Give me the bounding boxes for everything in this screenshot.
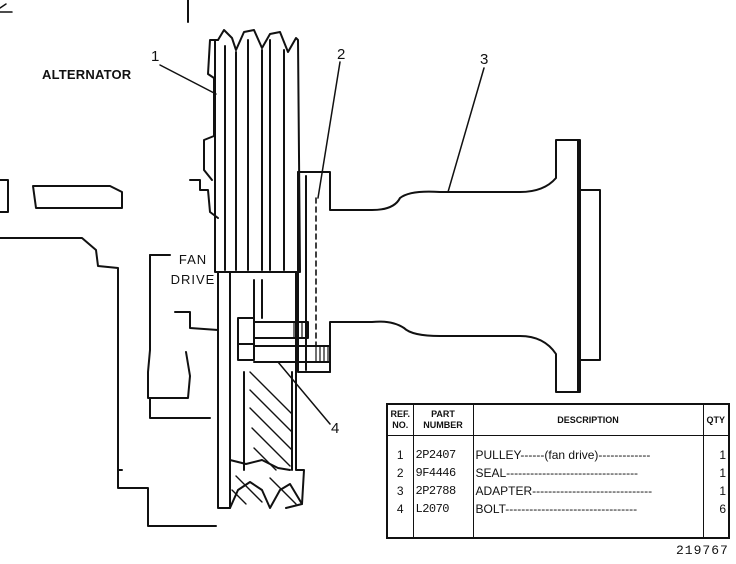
engine-housing <box>0 39 219 527</box>
header-qty: QTY <box>702 403 730 436</box>
leader-2 <box>317 61 341 199</box>
header-ref-line1: REF. <box>390 409 410 419</box>
table-row: 3 2P2788 ADAPTER------------------------… <box>386 482 730 500</box>
callout-4: 4 <box>331 420 340 437</box>
callout-3: 3 <box>480 51 489 68</box>
header-part-line2: NUMBER <box>423 420 463 430</box>
row-part-number: 9F4446 <box>412 464 474 482</box>
header-ref-line2: NO. <box>392 420 409 430</box>
row-qty: 6 <box>702 500 730 518</box>
callout-2: 2 <box>337 46 346 63</box>
parts-table-header: REF. NO. PART NUMBER DESCRIPTION QTY <box>386 403 730 436</box>
header-part-line1: PART <box>431 409 455 419</box>
row-part-number: 2P2407 <box>412 435 474 464</box>
adapter <box>297 139 601 393</box>
row-ref: 2 <box>386 464 414 482</box>
fan-drive-label-line1: FAN <box>178 252 208 267</box>
pulley <box>214 29 305 509</box>
table-row: 2 9F4446 SEAL---------------------------… <box>386 464 730 482</box>
fan-drive-label-line2: DRIVE <box>170 272 216 287</box>
figure-number: 219767 <box>676 543 729 558</box>
row-ref: 4 <box>386 500 414 518</box>
row-qty: 1 <box>702 464 730 482</box>
leader-4 <box>277 361 331 425</box>
row-part-number: L2070 <box>412 500 474 518</box>
callout-1: 1 <box>151 48 160 65</box>
row-description: SEAL--------------------------------- <box>472 464 704 482</box>
table-filler-row <box>386 518 730 538</box>
table-row: 4 L2070 BOLT----------------------------… <box>386 500 730 518</box>
row-description: ADAPTER------------------------------ <box>472 482 704 500</box>
table-row: 1 2P2407 PULLEY------(fan drive)--------… <box>386 435 730 464</box>
row-ref: 1 <box>386 435 414 464</box>
parts-table: REF. NO. PART NUMBER DESCRIPTION QTY 1 2… <box>386 403 730 539</box>
alternator-label: ALTERNATOR <box>42 67 132 82</box>
row-qty: 1 <box>702 435 730 464</box>
bolts <box>237 279 331 363</box>
seal <box>315 197 327 347</box>
header-ref: REF. NO. <box>386 403 414 436</box>
fan-drive-label: FAN DRIVE <box>168 250 218 290</box>
leader-1 <box>159 64 217 95</box>
row-description: PULLEY------(fan drive)------------- <box>472 435 704 464</box>
header-part-number: PART NUMBER <box>412 403 474 436</box>
row-description: BOLT--------------------------------- <box>472 500 704 518</box>
corner-fragment <box>0 3 13 13</box>
leader-lines <box>159 61 485 425</box>
row-part-number: 2P2788 <box>412 482 474 500</box>
row-qty: 1 <box>702 482 730 500</box>
row-ref: 3 <box>386 482 414 500</box>
header-description: DESCRIPTION <box>472 403 704 436</box>
leader-3 <box>447 67 485 193</box>
